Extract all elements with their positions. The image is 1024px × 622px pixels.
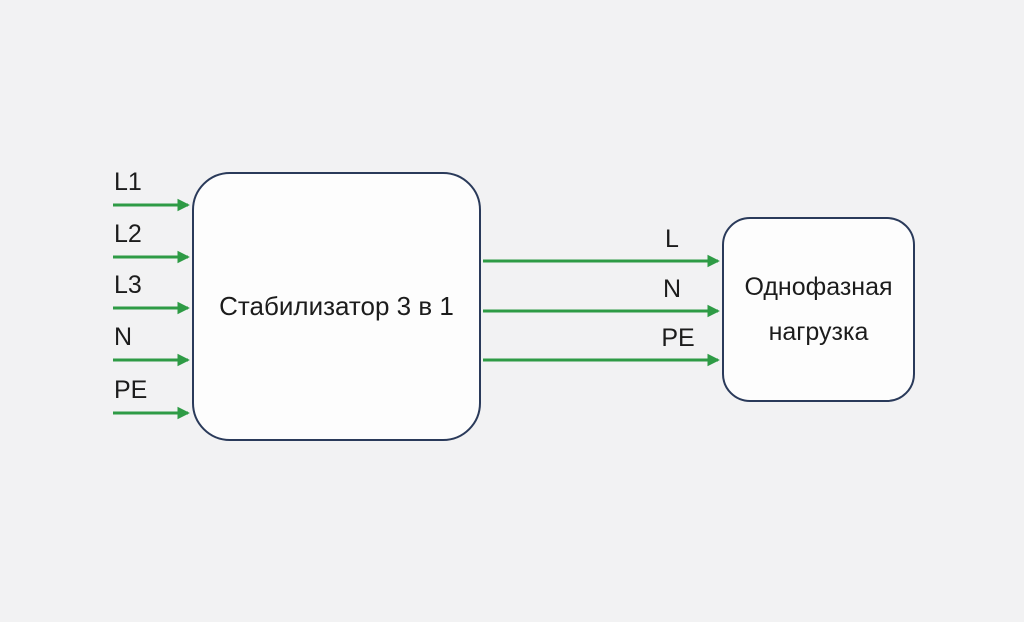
output-label-pe: PE [661,324,695,352]
load-box: Однофазная нагрузка [722,217,915,402]
input-label-n: N [114,323,133,351]
load-label-line2: нагрузка [768,317,869,346]
stabilizer-label: Стабилизатор 3 в 1 [219,291,454,321]
stabilizer-box: Стабилизатор 3 в 1 [192,172,481,441]
load-label-line1: Однофазная [744,272,893,301]
input-label-pe: PE [114,376,148,404]
input-label-l1: L1 [114,168,142,196]
output-label-l: L [665,225,679,253]
input-label-l3: L3 [114,271,142,299]
input-label-l2: L2 [114,220,142,248]
output-label-n: N [662,275,682,303]
